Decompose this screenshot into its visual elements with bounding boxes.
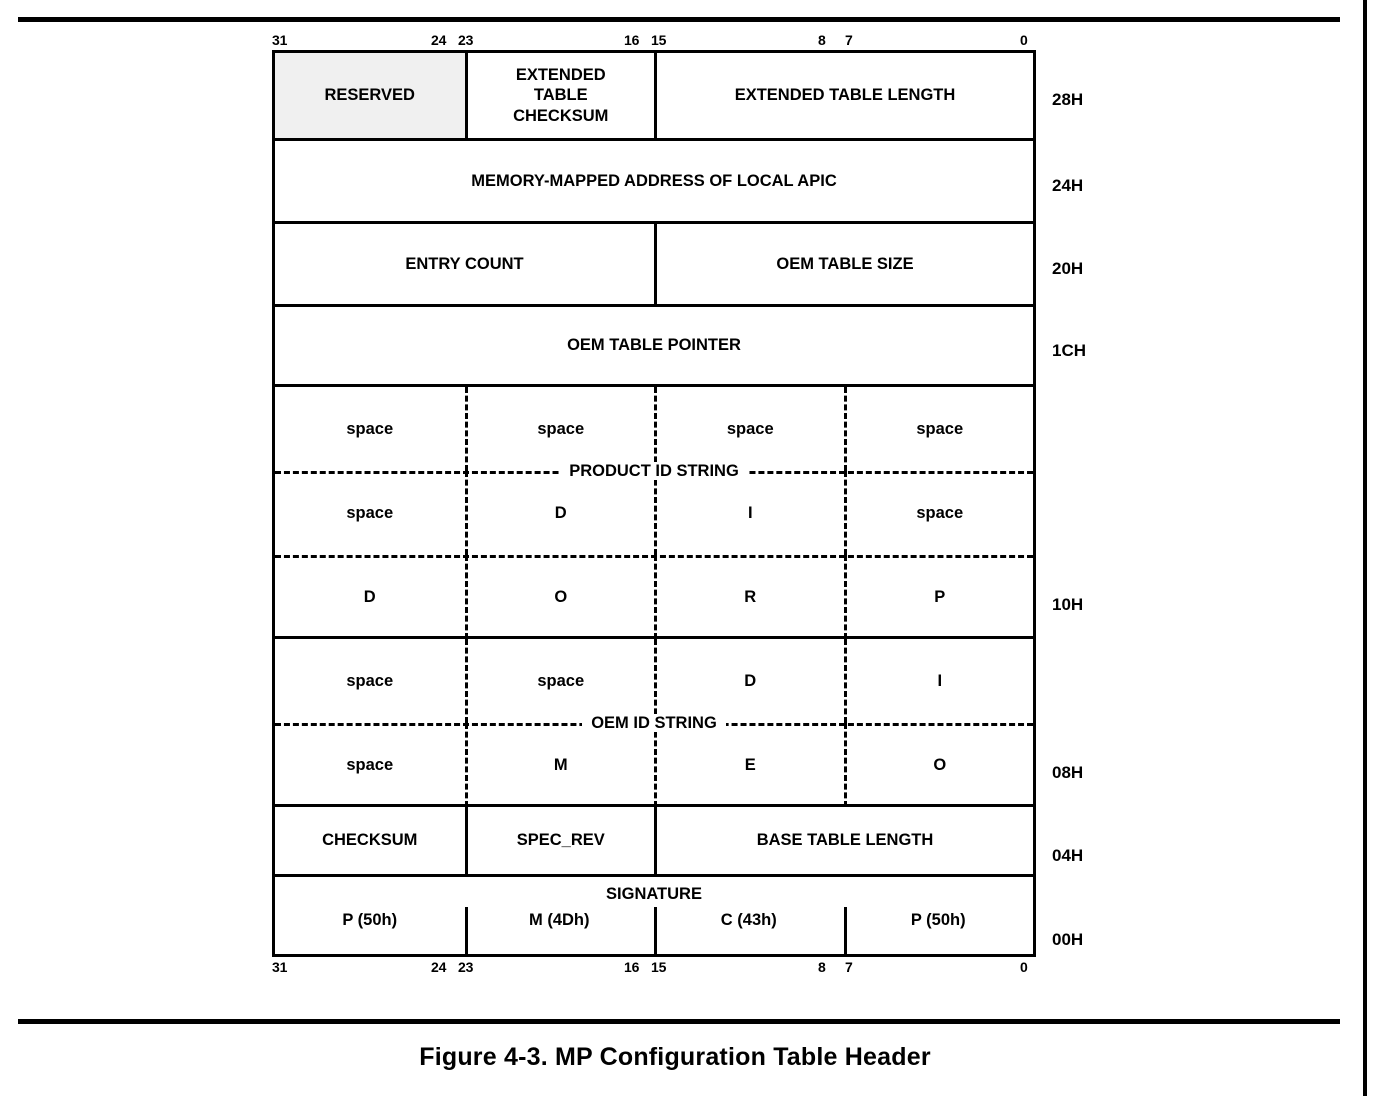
- field-spec-rev: SPEC_REV: [464, 807, 655, 874]
- product-id-row-1: space space space space: [275, 387, 1033, 471]
- bit-label-31: 31: [272, 32, 288, 48]
- bit-label-23: 23: [458, 32, 474, 48]
- bit-label-0: 0: [1020, 32, 1028, 48]
- field-oem-table-size: OEM TABLE SIZE: [654, 224, 1033, 304]
- offset-label: 28H: [1052, 90, 1084, 109]
- table-row-28h: RESERVED EXTENDED TABLE CHECKSUM EXTENDE…: [275, 53, 1033, 141]
- field-oem-table-pointer: OEM TABLE POINTER: [567, 336, 741, 355]
- signature-bytes-row: P (50h) M (4Dh) C (43h) P (50h): [275, 906, 1033, 942]
- signature-block: SIGNATURE P (50h) M (4Dh) C (43h) P (50h…: [275, 877, 1033, 954]
- table-row-1ch: OEM TABLE POINTER: [275, 307, 1033, 387]
- field-extended-table-checksum: EXTENDED TABLE CHECKSUM: [464, 53, 655, 138]
- bit-label-8: 8: [818, 32, 826, 48]
- oem-id-cell: E: [654, 723, 844, 807]
- product-id-cell: R: [654, 555, 844, 639]
- bit-label-7: 7: [845, 959, 853, 975]
- table-row-00h: SIGNATURE P (50h) M (4Dh) C (43h) P (50h…: [275, 877, 1033, 954]
- oem-id-string-label: OEM ID STRING: [275, 713, 1033, 733]
- bit-label-16: 16: [624, 959, 640, 975]
- field-extended-table-checksum-line-3: CHECKSUM: [513, 106, 609, 125]
- field-checksum: CHECKSUM: [322, 831, 418, 850]
- oem-id-cell: D: [654, 639, 844, 723]
- page-rule-right: [1363, 0, 1367, 1096]
- table-row-oem-id-string: space space D I space M E O OEM ID STRIN…: [275, 639, 1033, 807]
- field-reserved: RESERVED: [275, 53, 465, 138]
- product-id-row-2: space D I space: [275, 471, 1033, 555]
- offset-label: 20H: [1052, 259, 1084, 278]
- offset-label: 08H: [1052, 763, 1084, 782]
- product-id-string-label-text: PRODUCT ID STRING: [560, 462, 748, 480]
- mp-configuration-table-figure: 31 24 23 16 15 8 7 0 RESERVED EXTENDED T…: [272, 30, 1036, 977]
- offset-label: 10H: [1052, 595, 1084, 614]
- bit-label-24: 24: [431, 32, 447, 48]
- table-row-product-id-string: space space space space space D I space …: [275, 387, 1033, 639]
- product-id-cell: space: [654, 387, 844, 471]
- product-id-string-label: PRODUCT ID STRING: [275, 461, 1033, 481]
- signature-title: SIGNATURE: [606, 885, 702, 903]
- bit-label-0: 0: [1020, 959, 1028, 975]
- oem-id-row-2: space M E O: [275, 723, 1033, 807]
- bit-label-15: 15: [651, 959, 667, 975]
- bit-label-16: 16: [624, 32, 640, 48]
- offset-labels-column: 28H 24H 20H 1CH 10H 08H 04H 00H: [1052, 30, 1172, 990]
- bit-ruler-bottom: 31 24 23 16 15 8 7 0: [272, 957, 1036, 977]
- signature-divider-2: [654, 907, 657, 954]
- table-row-24h: MEMORY-MAPPED ADDRESS OF LOCAL APIC: [275, 141, 1033, 224]
- signature-byte-cell: M (4Dh): [529, 911, 590, 929]
- field-extended-table-length: EXTENDED TABLE LENGTH: [654, 53, 1033, 138]
- product-id-cell: space: [464, 387, 655, 471]
- bit-label-7: 7: [845, 32, 853, 48]
- offset-label: 04H: [1052, 846, 1084, 865]
- oem-id-cell: space: [346, 671, 394, 690]
- offset-label: 1CH: [1052, 341, 1087, 360]
- product-id-dashed-divider-2: [275, 555, 1033, 558]
- signature-divider-3: [843, 907, 847, 954]
- signature-byte-cell: P (50h): [910, 911, 966, 929]
- product-id-cell: space: [346, 419, 394, 438]
- product-id-cell: space: [843, 471, 1034, 555]
- bit-label-31: 31: [272, 959, 288, 975]
- table-row-04h: CHECKSUM SPEC_REV BASE TABLE LENGTH: [275, 807, 1033, 877]
- page-rule-top: [18, 17, 1340, 22]
- offset-label: 24H: [1052, 176, 1084, 195]
- product-id-cell: I: [654, 471, 844, 555]
- signature-byte-cell: C (43h): [720, 911, 777, 929]
- oem-id-cell: space: [346, 755, 394, 774]
- product-id-cell: O: [464, 555, 655, 639]
- oem-id-cell: space: [464, 639, 655, 723]
- table-row-20h: ENTRY COUNT OEM TABLE SIZE: [275, 224, 1033, 307]
- oem-id-string-label-text: OEM ID STRING: [582, 714, 726, 732]
- page-rule-bottom: [18, 1019, 1340, 1024]
- mp-header-table: RESERVED EXTENDED TABLE CHECKSUM EXTENDE…: [272, 50, 1036, 957]
- product-id-cell: D: [363, 587, 376, 606]
- oem-id-cell: I: [843, 639, 1034, 723]
- signature-divider-1: [464, 907, 468, 954]
- field-memory-mapped-address-of-local-apic: MEMORY-MAPPED ADDRESS OF LOCAL APIC: [471, 171, 837, 190]
- bit-label-23: 23: [458, 959, 474, 975]
- field-extended-table-checksum-line-2: TABLE: [533, 86, 588, 105]
- oem-id-cell: O: [843, 723, 1034, 807]
- product-id-cell: D: [464, 471, 655, 555]
- oem-id-cell: M: [464, 723, 655, 807]
- signature-byte-cell: P (50h): [342, 911, 398, 929]
- bit-label-15: 15: [651, 32, 667, 48]
- bit-label-24: 24: [431, 959, 447, 975]
- product-id-cell: space: [346, 503, 394, 522]
- field-extended-table-checksum-line-1: EXTENDED: [515, 66, 606, 85]
- oem-id-row-1: space space D I: [275, 639, 1033, 723]
- product-id-cell: P: [843, 555, 1034, 639]
- bit-label-8: 8: [818, 959, 826, 975]
- field-base-table-length: BASE TABLE LENGTH: [654, 807, 1033, 874]
- field-entry-count: ENTRY COUNT: [405, 254, 524, 273]
- product-id-row-3: D O R P: [275, 555, 1033, 639]
- bit-ruler-top: 31 24 23 16 15 8 7 0: [272, 30, 1036, 50]
- product-id-cell: space: [843, 387, 1034, 471]
- figure-caption: Figure 4-3. MP Configuration Table Heade…: [419, 1043, 931, 1071]
- offset-label: 00H: [1052, 930, 1084, 949]
